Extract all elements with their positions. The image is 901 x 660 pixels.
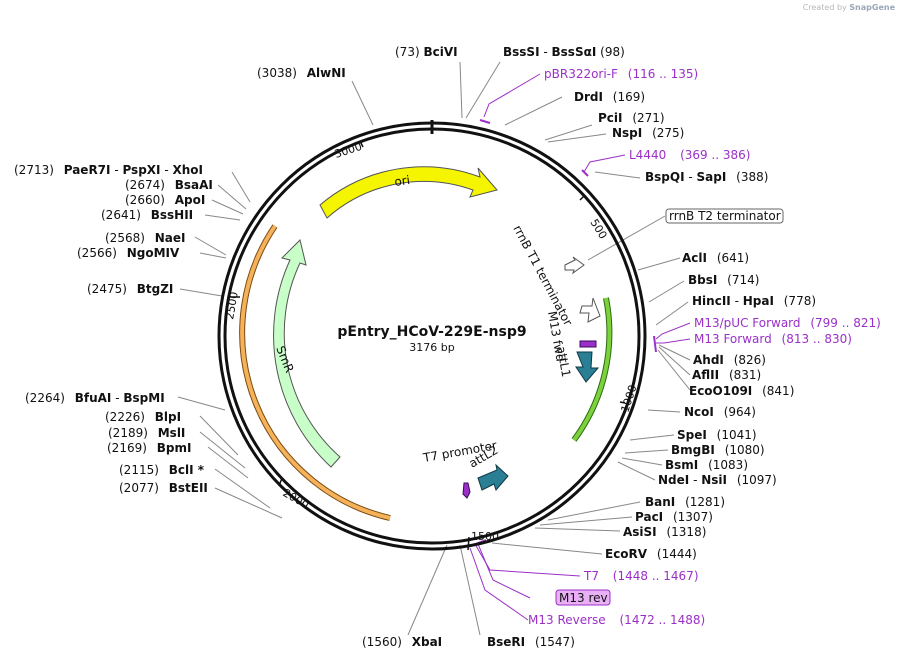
tick-1500: 1500: [471, 530, 499, 543]
primer-l4440[interactable]: L4440 (369 .. 386): [629, 148, 751, 162]
ori-feature[interactable]: [319, 166, 498, 219]
site-bcivi[interactable]: (73) BciVI: [395, 45, 458, 59]
site-paer7i[interactable]: (2713) PaeR7I - PspXI - XhoI: [14, 163, 203, 177]
tick-marks: [228, 140, 626, 551]
primer-pbr322ori[interactable]: pBR322ori-F (116 .. 135): [544, 67, 698, 81]
site-blpi[interactable]: (2226) BlpI: [105, 410, 181, 424]
tick-500: 500: [587, 217, 609, 242]
site-bseri[interactable]: BseRI (1547): [487, 635, 575, 649]
primer-m13puc[interactable]: M13/pUC Forward (799 .. 821): [694, 316, 881, 330]
site-bsssi[interactable]: BssSI - BssSαI (98): [503, 45, 625, 59]
tick-3000: 3000: [333, 140, 364, 161]
attl1-arrow[interactable]: [575, 351, 600, 383]
primer-m13fwd[interactable]: M13 Forward (813 .. 830): [694, 332, 852, 346]
site-nspi[interactable]: NspI (275): [612, 126, 684, 140]
smr-feature[interactable]: [273, 239, 341, 468]
t7-promoter-marker[interactable]: [462, 482, 471, 499]
green-arc-feature[interactable]: [572, 297, 612, 442]
site-pcii[interactable]: PciI (271): [598, 111, 665, 125]
site-xbai[interactable]: (1560) XbaI: [362, 635, 442, 649]
site-drdi[interactable]: DrdI (169): [574, 90, 645, 104]
site-ncoi[interactable]: NcoI (964): [684, 405, 756, 419]
primer-leader-lines: [469, 73, 691, 621]
site-naei[interactable]: (2568) NaeI: [105, 231, 185, 245]
site-acli[interactable]: AclI (641): [682, 251, 749, 265]
site-bsteii[interactable]: (2077) BstEII: [119, 481, 208, 495]
snapgene-logo: SnapGene: [849, 3, 895, 12]
site-hincii[interactable]: HincII - HpaI (778): [692, 294, 816, 308]
site-msli[interactable]: (2189) MslI: [108, 426, 185, 440]
tick-2500: 2500: [223, 291, 241, 321]
site-ngomiv[interactable]: (2566) NgoMIV: [77, 246, 180, 260]
m13-fwd-marker[interactable]: [579, 340, 597, 348]
site-apoi[interactable]: (2660) ApoI: [125, 193, 205, 207]
site-bspqi[interactable]: BspQI - SapI (388): [645, 170, 768, 184]
ori-label: ori: [393, 173, 410, 189]
site-eco0109i[interactable]: EcoO109I (841): [689, 384, 794, 398]
site-leader-lines: [177, 61, 691, 636]
site-bsmi[interactable]: BsmI (1083): [665, 458, 748, 472]
site-bfuai[interactable]: (2264) BfuAI - BspMI: [25, 391, 165, 405]
m13-rev-label: M13 rev: [559, 591, 608, 605]
site-ahdi[interactable]: AhdI (826): [693, 353, 766, 367]
attl2-arrow[interactable]: [477, 463, 509, 491]
rrnb-t2-arrow[interactable]: [579, 297, 601, 323]
site-asisi[interactable]: AsiSI (1318): [623, 525, 706, 539]
site-bbsi[interactable]: BbsI (714): [688, 273, 759, 287]
site-paci[interactable]: PacI (1307): [635, 510, 713, 524]
site-ndei[interactable]: NdeI - NsiI (1097): [658, 473, 777, 487]
primer-t7[interactable]: T7 (1448 .. 1467): [583, 569, 699, 583]
credit-prefix: Created by: [802, 3, 847, 12]
site-bsshii[interactable]: (2641) BssHII: [101, 208, 193, 222]
orange-arc-outline: [239, 224, 391, 521]
m13-rev-box[interactable]: [555, 589, 611, 606]
primer-m13reverse[interactable]: M13 Reverse (1472 .. 1488): [528, 613, 705, 627]
plasmid-name: pEntry_HCoV-229E-nsp9: [337, 324, 526, 340]
rrnb-t1-label: rrnB T1 terminator: [510, 223, 575, 328]
orange-arc-feature[interactable]: [240, 224, 391, 520]
rrnb-t2-label: rrnB T2 terminator: [669, 209, 781, 223]
site-alwni[interactable]: (3038) AlwNI: [257, 66, 346, 80]
site-bpmi[interactable]: (2169) BpmI: [107, 441, 191, 455]
site-bani[interactable]: BanI (1281): [645, 495, 725, 509]
site-bcli[interactable]: (2115) BclI *: [119, 463, 205, 477]
site-ecorv[interactable]: EcoRV (1444): [605, 547, 697, 561]
site-spei[interactable]: SpeI (1041): [677, 428, 757, 442]
site-aflii[interactable]: AflII (831): [692, 368, 761, 382]
plasmid-length: 3176 bp: [409, 341, 454, 354]
rrnb-t2-box[interactable]: [665, 208, 784, 224]
site-bmgbi[interactable]: BmgBI (1080): [671, 443, 765, 457]
snapgene-credit: Created by SnapGene: [803, 3, 895, 12]
site-btgzi[interactable]: (2475) BtgZI: [87, 282, 173, 296]
attl1-label: attL1: [554, 345, 573, 378]
rrnb-t1-arrow[interactable]: [564, 256, 585, 275]
site-bsaai[interactable]: (2674) BsaAI: [125, 178, 213, 192]
